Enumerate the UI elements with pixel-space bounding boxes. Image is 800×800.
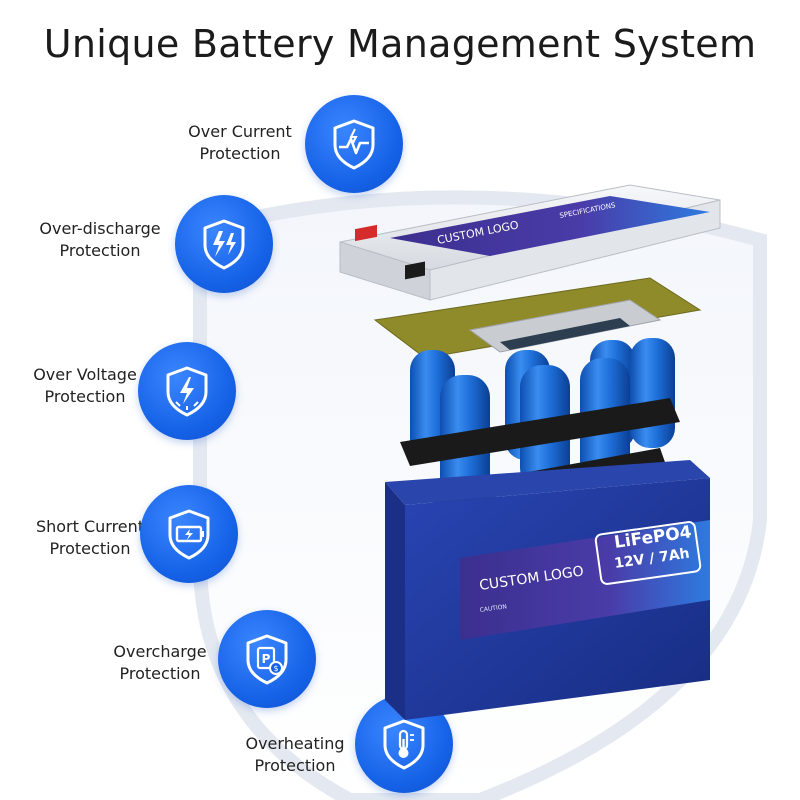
shield-voltage-icon bbox=[138, 342, 236, 440]
shield-battery-icon bbox=[140, 485, 238, 583]
battery-exploded-illustration: CUSTOM LOGO SPECIFICATIONS CUSTOM LOGO C… bbox=[339, 184, 721, 720]
shield-pulse-icon bbox=[305, 95, 403, 193]
caution-text: CAUTION bbox=[479, 603, 507, 614]
battery-case: CUSTOM LOGO CAUTION LiFePO4 12V / 7Ah bbox=[385, 460, 710, 720]
feature-label: Over Current Protection bbox=[188, 122, 292, 163]
bms-board bbox=[373, 277, 702, 359]
shield-coin-icon: P $ bbox=[218, 610, 316, 708]
page-title: Unique Battery Management System bbox=[43, 22, 757, 66]
svg-text:P: P bbox=[262, 652, 271, 666]
feature-label: Over-discharge Protection bbox=[39, 219, 161, 260]
svg-text:$: $ bbox=[273, 664, 278, 673]
battery-lid: CUSTOM LOGO SPECIFICATIONS bbox=[339, 184, 721, 301]
feature-label: Overheating Protection bbox=[245, 734, 345, 775]
shield-lightning-icon bbox=[175, 195, 273, 293]
feature-label: Overcharge Protection bbox=[113, 642, 207, 683]
feature-label: Over Voltage Protection bbox=[33, 365, 137, 406]
feature-label: Short Current Protection bbox=[35, 517, 145, 558]
